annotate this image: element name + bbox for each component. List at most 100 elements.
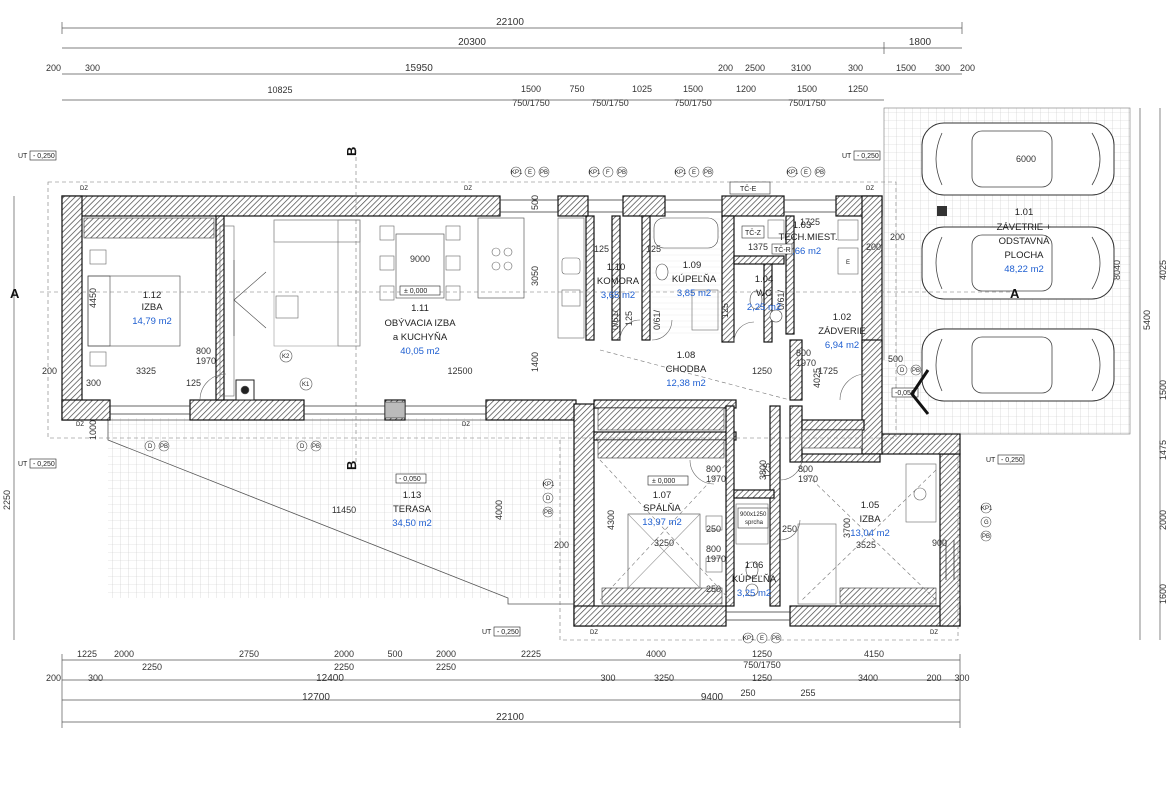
column (937, 206, 947, 216)
level-ut-1: UT - 0,250 (18, 150, 57, 161)
shower-size: 900x1250 (740, 512, 767, 518)
dim: 1250 (848, 84, 868, 94)
dim: 2250 (142, 662, 162, 672)
tags: TČ-E TČ-Z TČ-R 900x1250 sprcha KP1 E PB … (76, 166, 993, 644)
tag-electric: E (846, 260, 850, 266)
level-label: UT (18, 153, 28, 160)
dim: 1970 (706, 554, 726, 564)
room-number: 1.05 (861, 500, 880, 511)
dim: 2250 (334, 662, 354, 672)
dim: 9000 (410, 254, 430, 264)
entrance-arrow-icon (910, 369, 930, 415)
dim: 12700 (302, 692, 330, 703)
dim: 1250 (752, 673, 772, 683)
windows (110, 199, 955, 621)
tag-pb: PB (982, 534, 990, 540)
dim: 1375 (748, 242, 768, 252)
room-1.12: 1.12 IZBA 14,79 m2 (132, 290, 172, 327)
level-value: - 0,250 (33, 461, 55, 468)
dim: 1500 (1158, 380, 1168, 400)
room-1.08: 1.08 CHODBA 12,38 m2 (666, 350, 707, 389)
level-label: UT (18, 461, 28, 468)
dim: 4150 (864, 649, 884, 659)
section-b-top: B (344, 147, 359, 156)
dim: 1970 (196, 356, 216, 366)
level-zero-bedroom: ± 0,000 (647, 475, 689, 486)
room-number: 1.01 (1015, 207, 1034, 218)
bottom-row3: 200 300 12400 300 3250 1250 3400 200 300… (46, 660, 970, 684)
dim: 2000 (334, 649, 354, 659)
tag-pb: PB (160, 444, 168, 450)
shower-label: sprcha (745, 520, 764, 526)
room-number: 1.12 (143, 290, 162, 301)
tag-pb: PB (544, 510, 552, 516)
room-area: 6,94 m2 (825, 340, 859, 351)
room-number: 1.04 (755, 274, 774, 285)
tag-tc-e: TČ-E (740, 184, 757, 193)
room-name-3: PLOCHA (1004, 250, 1044, 261)
tag-f: F (606, 170, 610, 176)
level-ut-2: UT - 0,250 (842, 150, 881, 161)
room-1.04: 1.04 WC 2,25 m2 (747, 274, 781, 313)
level-ut-3: UT - 0,250 (18, 458, 57, 469)
dim: 3250 (654, 673, 674, 683)
dim: 4000 (646, 649, 666, 659)
room-name: ZÁVETRIE + (997, 222, 1052, 233)
dim: 1500 (896, 63, 916, 73)
tag-dz: DZ (930, 630, 938, 636)
dim: 125 (594, 244, 609, 254)
dim: 300 (88, 673, 103, 683)
room-number: 1.11 (411, 303, 429, 314)
room-1.10: 1.10 KOMORA 3,65 m2 (597, 262, 640, 301)
tag-tc-z: TČ-Z (745, 228, 762, 237)
dim: 3525 (856, 540, 876, 550)
tag-dz: DZ (866, 186, 874, 192)
tag-pb: PB (540, 170, 548, 176)
tag-kp1: KP1 (981, 506, 993, 512)
dim: 1970 (796, 358, 816, 368)
room-area: 3,65 m2 (601, 290, 635, 301)
room-name: KÚPEĽŇA (672, 274, 717, 285)
dim: 1725 (818, 366, 838, 376)
level-value: - 0,250 (33, 153, 55, 160)
tag-dz: DZ (80, 186, 88, 192)
tag-pb: PB (312, 444, 320, 450)
dim: 2000 (1158, 510, 1168, 530)
dim: 800 (798, 464, 813, 474)
room-number: 1.10 (607, 262, 626, 273)
room-1.11: 1.11 OBÝVACIA IZBA a KUCHYŇA 40,05 m2 (384, 303, 456, 357)
dim: 750/1750 (591, 98, 629, 108)
room-area: 3,25 m2 (737, 588, 771, 599)
interior-dimensions: 9000 3050 1400 12500 3325 11450 4000 445… (88, 154, 1122, 550)
section-a-right: A (1010, 286, 1020, 301)
dim: 12400 (316, 673, 344, 684)
room-name: TECH.MIEST. (778, 232, 837, 243)
dim: 4025 (812, 368, 822, 388)
bottom-row4: 12700 9400 250 255 22100 (302, 688, 815, 723)
tag-pb: PB (912, 368, 920, 374)
tag-kp1: KP1 (743, 636, 755, 642)
door-dimension-labels: 800 1970 800 1970 800 1970 800 1970 800 … (196, 346, 818, 564)
dim: 1475 (1158, 440, 1168, 460)
dim-total-bottom: 22100 (496, 712, 524, 723)
tag-dz: DZ (76, 422, 84, 428)
dim: 1225 (77, 649, 97, 659)
room-1.09: 1.09 KÚPEĽŇA 3,85 m2 (672, 260, 717, 299)
dim: 125 (624, 311, 634, 326)
dim: 6000 (1016, 154, 1036, 164)
tag-d: D (300, 444, 305, 450)
level-label: UT (482, 629, 492, 636)
dim: 15950 (405, 63, 433, 74)
dim: 800 (706, 544, 721, 554)
room-1.05: 1.05 IZBA 13,04 m2 (850, 500, 890, 539)
dim: 125 (646, 244, 661, 254)
level-ut-5: UT - 0,250 (482, 626, 521, 637)
room-1.13: 1.13 TERASA 34,50 m2 (392, 490, 432, 529)
room-1.07: 1.07 SPÁLŇA 13,97 m2 (642, 490, 682, 528)
room-name: CHODBA (666, 364, 707, 375)
dim-top-row2-a: 20300 (458, 37, 486, 48)
dim: 125 (762, 463, 772, 478)
room-number: 1.03 (793, 220, 812, 231)
tag-pb: PB (704, 170, 712, 176)
